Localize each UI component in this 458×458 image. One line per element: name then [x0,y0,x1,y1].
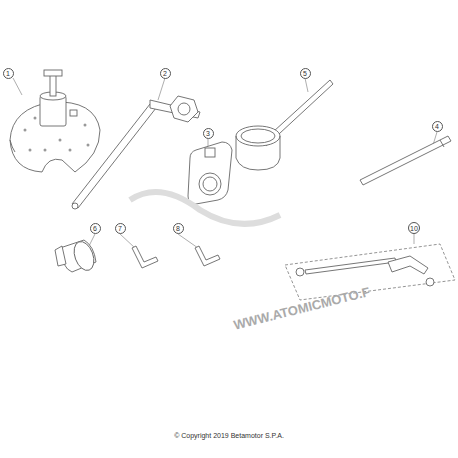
callout-circle: 4 [432,121,443,132]
watermark-text: WWW.ATOMICMOTO.F [232,284,372,332]
callout-number: 1 [6,70,10,77]
callout-number: 2 [163,70,167,77]
callout-circle: 3 [203,128,214,139]
callout-number: 6 [93,225,97,232]
callout-circle: 2 [160,68,171,79]
callout-circle: 10 [408,222,420,234]
callout-circle: 8 [173,223,184,234]
callout-number: 4 [435,123,439,130]
callout-number: 10 [410,225,418,232]
callout-number: 5 [303,70,307,77]
callout-circle: 6 [90,223,101,234]
callout-circle: 7 [115,223,126,234]
callout-number: 7 [118,225,122,232]
callout-number: 8 [176,225,180,232]
copyright-caption: © Copyright 2019 Betamotor S.P.A. [174,432,284,439]
callout-number: 3 [206,130,210,137]
callout-circle: 5 [300,68,311,79]
callout-circle: 1 [3,68,14,79]
